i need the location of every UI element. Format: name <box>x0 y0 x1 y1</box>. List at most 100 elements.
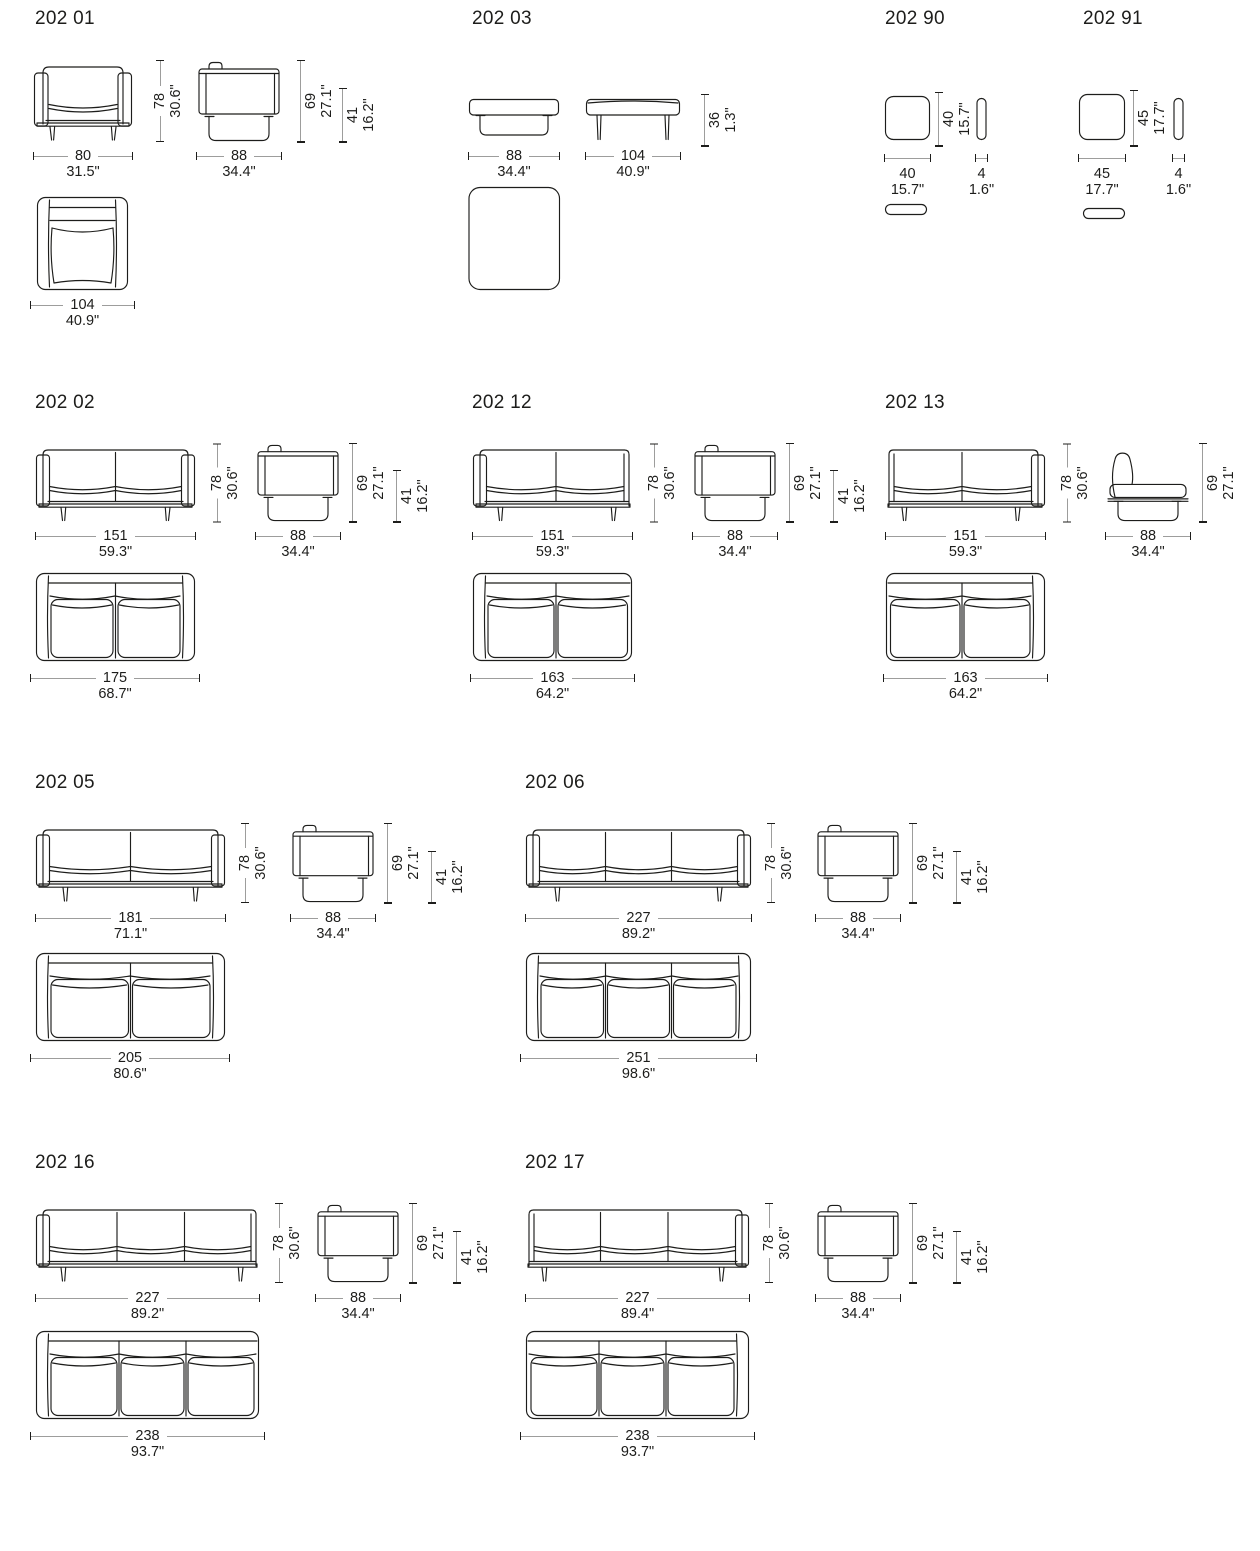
dim-depth: 88 34.4" <box>315 1290 402 1322</box>
product-title: 202 16 <box>35 1152 95 1173</box>
dim-height: 40 15.7" <box>934 91 974 147</box>
dim-depth: 88 34.4" <box>196 148 283 180</box>
dim-thickness: 4 1.6" <box>960 150 1003 198</box>
top-view-drawing <box>35 572 196 662</box>
cushion-top-drawing <box>1082 207 1126 220</box>
product-title: 202 17 <box>525 1152 585 1173</box>
product-title: 202 91 <box>1083 8 1143 29</box>
top-view-drawing <box>525 1330 750 1420</box>
dim-height: 78 30.6" <box>205 442 245 522</box>
dim-top-width: 205 80.6" <box>30 1050 231 1082</box>
product-title: 202 02 <box>35 392 95 413</box>
product-title: 202 12 <box>472 392 532 413</box>
dim-depth: 88 34.4" <box>1105 528 1192 560</box>
dim-back-height: 69 27.1" <box>785 442 825 523</box>
dim-top-width: 175 68.7" <box>30 670 201 702</box>
dim-height: 78 30.6" <box>233 822 273 903</box>
dim-back-height: 69 27.1" <box>348 442 388 523</box>
dim-height: 78 30.6" <box>642 442 682 522</box>
dim-back-height: 69 27.1" <box>908 822 948 904</box>
dim-top-width: 163 64.2" <box>470 670 636 702</box>
dim-front-width: 227 89.2" <box>525 910 753 942</box>
dim-depth: 88 34.4" <box>290 910 377 942</box>
dim-seat-height: 41 16.2" <box>392 469 432 523</box>
top-view-drawing <box>35 1330 260 1420</box>
front-view-drawing <box>35 1203 260 1283</box>
dim-seat-height: 41 16.2" <box>829 469 869 523</box>
dim-front-width: 151 59.3" <box>885 528 1047 560</box>
dim-front-width: 80 31.5" <box>33 148 134 180</box>
dim-top-width: 238 93.7" <box>30 1428 266 1460</box>
front-view-drawing <box>468 98 560 142</box>
front-view-drawing <box>472 443 633 522</box>
front-view-drawing <box>525 823 752 903</box>
dim-depth: 88 34.4" <box>255 528 342 560</box>
dim-front-width: 151 59.3" <box>35 528 197 560</box>
side-view-drawing <box>196 60 282 142</box>
dim-depth: 88 34.4" <box>815 910 902 942</box>
dim-height: 78 30.6" <box>1055 442 1095 522</box>
side-view-drawing <box>255 443 341 522</box>
side-view-drawing <box>315 1203 401 1283</box>
dim-thickness: 4 1.6" <box>1157 150 1200 198</box>
dim-top-width: 104 40.9" <box>30 297 136 329</box>
dim-height: 36 1.3" <box>700 93 740 147</box>
side-view-drawing <box>1105 443 1191 522</box>
front-view-drawing <box>35 823 226 903</box>
dim-seat-height: 41 16.2" <box>952 1230 992 1284</box>
dim-depth: 88 34.4" <box>692 528 779 560</box>
side-view-drawing <box>692 443 778 522</box>
dim-top-width: 238 93.7" <box>520 1428 756 1460</box>
top-view-drawing <box>36 196 129 291</box>
cushion-side-drawing <box>975 97 988 141</box>
product-title: 202 90 <box>885 8 945 29</box>
product-title: 202 13 <box>885 392 945 413</box>
dim-seat-height: 41 16.2" <box>452 1230 492 1284</box>
front-view-drawing <box>33 60 133 142</box>
top-view-drawing <box>467 185 562 292</box>
dim-height: 78 30.6" <box>267 1202 307 1283</box>
dim-height: 78 30.6" <box>148 59 188 142</box>
cushion-front-drawing <box>1078 93 1126 141</box>
product-title: 202 05 <box>35 772 95 793</box>
dim-front-width: 181 71.1" <box>35 910 227 942</box>
dim-height: 78 30.6" <box>759 822 799 903</box>
top-view-drawing <box>885 572 1046 662</box>
dim-back-height: 69 27.1" <box>296 59 336 143</box>
dim-front-width: 88 34.4" <box>468 148 561 180</box>
top-view-drawing <box>525 952 752 1042</box>
dim-top-width: 163 64.2" <box>883 670 1049 702</box>
dim-width: 40 15.7" <box>884 150 931 198</box>
dim-seat-height: 41 16.2" <box>338 87 378 143</box>
front-view-drawing <box>525 1203 750 1283</box>
side-view-drawing <box>290 823 376 903</box>
side-view-drawing <box>815 823 901 903</box>
side-view-drawing <box>585 98 681 142</box>
dim-front-width: 151 59.3" <box>472 528 634 560</box>
dim-back-height: 69 27.1" <box>908 1202 948 1284</box>
top-view-drawing <box>472 572 633 662</box>
dim-side-width: 104 40.9" <box>585 148 682 180</box>
top-view-drawing <box>35 952 226 1042</box>
side-view-drawing <box>815 1203 901 1283</box>
front-view-drawing <box>35 443 196 522</box>
cushion-side-drawing <box>1172 97 1185 141</box>
product-title: 202 01 <box>35 8 95 29</box>
dim-height: 45 17.7" <box>1129 89 1169 147</box>
dim-seat-height: 41 16.2" <box>952 850 992 904</box>
dim-width: 45 17.7" <box>1078 150 1126 198</box>
dim-back-height: 69 27.1" <box>408 1202 448 1284</box>
dim-height: 78 30.6" <box>757 1202 797 1283</box>
dim-back-height: 69 27.1" <box>383 822 423 904</box>
dim-top-width: 251 98.6" <box>520 1050 758 1082</box>
dim-depth: 88 34.4" <box>815 1290 902 1322</box>
cushion-front-drawing <box>884 95 931 141</box>
product-title: 202 06 <box>525 772 585 793</box>
dim-seat-height: 41 16.2" <box>427 850 467 904</box>
dim-front-width: 227 89.2" <box>35 1290 261 1322</box>
cushion-top-drawing <box>884 203 928 216</box>
front-view-drawing <box>885 443 1046 522</box>
dim-front-width: 227 89.4" <box>525 1290 751 1322</box>
product-title: 202 03 <box>472 8 532 29</box>
